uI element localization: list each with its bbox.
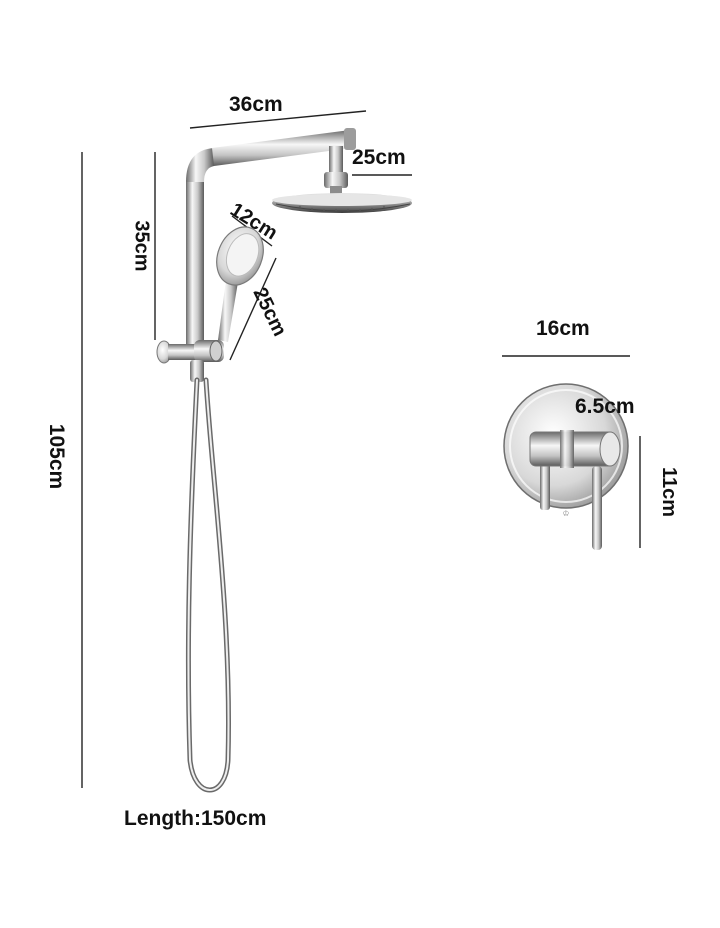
shower-hose — [185, 377, 232, 793]
shower-riser — [186, 128, 356, 350]
slide-bracket — [156, 340, 224, 382]
mixer-valve: ♔ — [503, 383, 629, 550]
label-arm-width: 36cm — [229, 93, 283, 116]
label-head-diameter: 25cm — [352, 146, 406, 169]
svg-text:♔: ♔ — [562, 509, 569, 518]
label-mixer-handle: 6.5cm — [575, 395, 635, 418]
dimension-lines — [81, 110, 641, 788]
label-mixer-height: 11cm — [658, 466, 681, 518]
rain-shower-head — [272, 193, 412, 213]
label-total-height: 105cm — [45, 423, 69, 490]
label-mixer-plate: 16cm — [536, 317, 590, 340]
label-riser-height: 35cm — [130, 220, 153, 272]
label-hose-length: Length:150cm — [124, 807, 267, 830]
handheld-shower — [216, 226, 264, 342]
dim-line-arm — [189, 110, 367, 129]
dim-line-handheld-length — [229, 257, 277, 361]
